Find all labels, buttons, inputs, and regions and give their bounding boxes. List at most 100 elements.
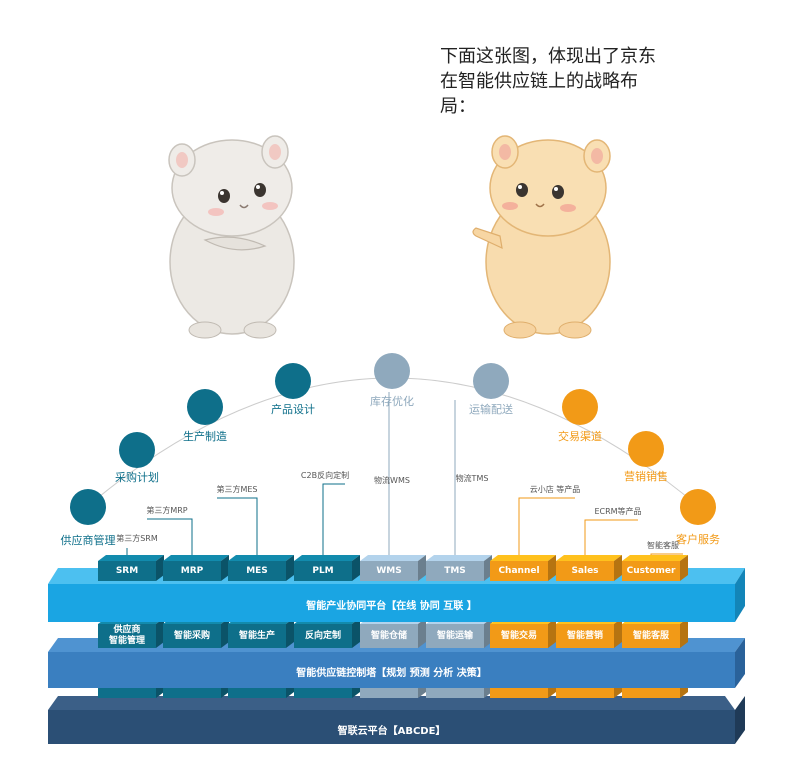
top-block-top	[622, 555, 688, 561]
mid-block-label: 智能生产	[238, 630, 275, 641]
top-block-top	[490, 555, 556, 561]
top-block-label: Customer	[626, 565, 676, 576]
hamster-left-illustration	[168, 135, 295, 339]
mid-block	[228, 624, 286, 648]
platform-top-label: 智能产业协同平台【在线 协同 互联 】	[306, 601, 477, 612]
mid-block	[294, 624, 352, 648]
node-label: 客户服务	[676, 532, 720, 546]
lower-block	[294, 688, 352, 698]
top-block-top	[98, 555, 164, 561]
mid-block-label: 供应商 智能管理	[108, 625, 145, 646]
node-circle	[275, 363, 311, 399]
top-blocks	[98, 555, 688, 581]
node-sub-label: 第三方MES	[216, 484, 257, 494]
node-circle	[187, 389, 223, 425]
bottom-platform	[48, 696, 745, 744]
node-circle	[70, 489, 106, 525]
top-block-side	[156, 555, 164, 581]
mid-block-side	[156, 618, 164, 648]
top-block-side	[352, 555, 360, 581]
platform-bottom-label: 智联云平台【ABCDE】	[337, 726, 446, 737]
platform-middle-label: 智能供应链控制塔【规划 预测 分析 决策】	[296, 668, 487, 679]
top-block-label: Channel	[498, 565, 540, 576]
top-block-label: TMS	[444, 565, 466, 576]
top-block-side	[418, 555, 426, 581]
node-sub-label: 云小店 等产品	[530, 484, 581, 494]
top-block	[98, 561, 156, 581]
node-label: 生产制造	[183, 429, 227, 443]
node-sub-label: 第三方MRP	[146, 505, 187, 515]
mid-block	[426, 624, 484, 648]
mid-block	[163, 624, 221, 648]
top-block-top	[294, 555, 360, 561]
top-block	[163, 561, 221, 581]
mid-block-label: 智能营销	[566, 630, 603, 641]
node-sub-label: ECRM等产品	[594, 506, 641, 516]
top-block	[556, 561, 614, 581]
node-label: 营销销售	[624, 469, 668, 483]
lower-block	[228, 688, 286, 698]
mid-block-side	[418, 618, 426, 648]
top-block	[426, 561, 484, 581]
lower-block	[163, 688, 221, 698]
top-block	[294, 561, 352, 581]
node-circles	[70, 353, 716, 525]
lower-block	[556, 688, 614, 698]
mid-block-side	[221, 618, 229, 648]
lower-block	[360, 688, 418, 698]
node-sub-label: 智能客服	[647, 540, 679, 550]
caption-text: 下面这张图，体现出了京东在智能供应链上的战略布局：	[440, 46, 656, 117]
node-circle	[473, 363, 509, 399]
mid-block	[360, 624, 418, 648]
mid-block-side	[680, 618, 688, 648]
mid-block-label: 智能仓储	[370, 630, 407, 641]
node-labels: 供应商管理第三方SRM 采购计划第三方MRP 生产制造第三方MES 产品设计 C2B反向…	[61, 394, 721, 550]
top-block-top	[228, 555, 294, 561]
node-circle	[374, 353, 410, 389]
top-block-label: PLM	[312, 565, 334, 576]
top-block-label: MES	[246, 565, 268, 576]
node-label: 采购计划	[115, 470, 159, 484]
node-label: 供应商管理	[61, 533, 116, 547]
top-block	[228, 561, 286, 581]
node-label: 交易渠道	[558, 429, 602, 443]
connector-line	[217, 497, 258, 560]
node-circle	[680, 489, 716, 525]
mid-block-label: 智能运输	[436, 630, 473, 641]
lower-block	[426, 688, 484, 698]
connector-line	[147, 518, 193, 560]
top-block-top	[426, 555, 492, 561]
top-block-side	[286, 555, 294, 581]
node-label: 产品设计	[271, 402, 315, 416]
top-block-side	[680, 555, 688, 581]
mid-block-side	[352, 618, 360, 648]
mid-block-side	[548, 618, 556, 648]
top-block-label: MRP	[180, 565, 204, 576]
top-block	[490, 561, 548, 581]
node-label: 运输配送	[469, 402, 513, 416]
mid-block	[98, 624, 156, 648]
node-circle	[628, 431, 664, 467]
top-block-side	[548, 555, 556, 581]
node-circle	[562, 389, 598, 425]
node-sub-label: 第三方SRM	[116, 533, 158, 543]
hamster-right-illustration	[472, 135, 611, 339]
node-sub-label: 物流WMS	[374, 475, 410, 485]
mid-block-side	[614, 618, 622, 648]
node-sub-label: C2B反向定制	[301, 470, 349, 480]
top-block-top	[556, 555, 622, 561]
mid-block	[622, 624, 680, 648]
top-block	[360, 561, 418, 581]
top-block-top	[360, 555, 426, 561]
top-block-label: WMS	[376, 565, 402, 576]
top-block-top	[163, 555, 229, 561]
node-circle	[119, 432, 155, 468]
lower-block	[622, 688, 680, 698]
node-sub-label: 物流TMS	[456, 473, 489, 483]
connector-line	[584, 519, 638, 560]
mid-block-label: 智能客服	[632, 630, 669, 641]
top-block-label: Sales	[571, 565, 599, 576]
connector-line	[518, 497, 575, 560]
top-block	[622, 561, 680, 581]
